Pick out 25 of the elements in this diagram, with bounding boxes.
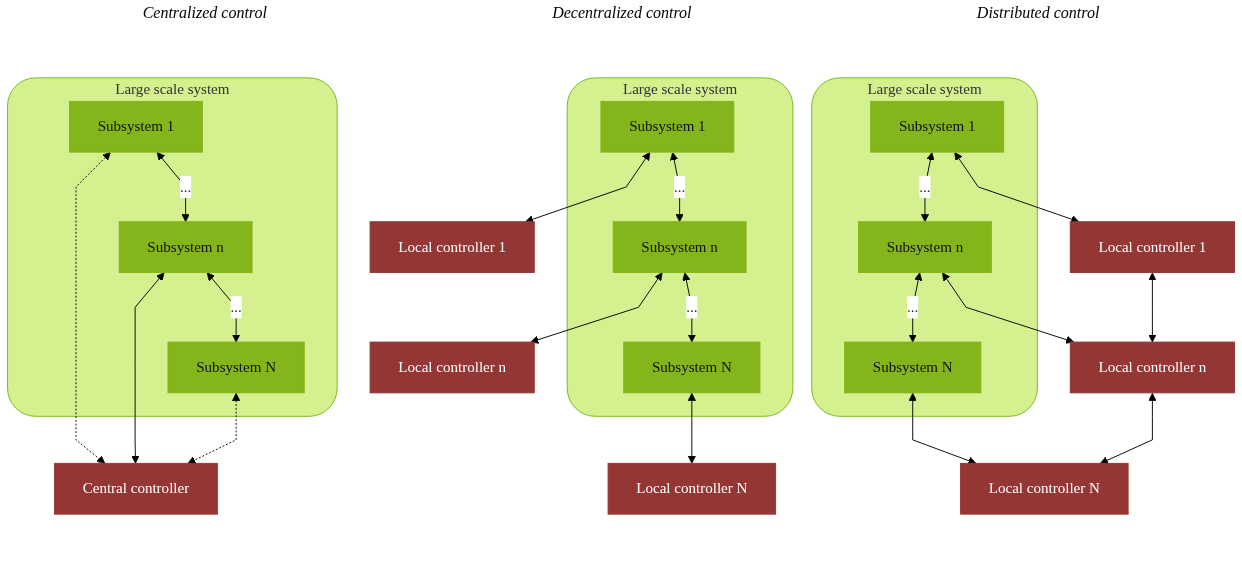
node-box: Local controller n — [369, 341, 535, 394]
node-box: Subsystem 1 — [69, 100, 203, 153]
node-box: Subsystem 1 — [600, 100, 735, 153]
node-box: Subsystem N — [623, 341, 761, 394]
edge-label: ... — [907, 298, 919, 315]
node-box: Local controller n — [1069, 341, 1235, 394]
node-box: Subsystem n — [858, 221, 992, 273]
node-box: Local controller 1 — [369, 221, 535, 273]
panel-title: Decentralized control — [552, 4, 692, 22]
edge-label: ... — [673, 178, 686, 195]
node-box: Subsystem n — [612, 221, 747, 273]
node-box: Subsystem 1 — [870, 100, 1005, 153]
edge-label: ... — [919, 178, 931, 195]
edge-label: ... — [686, 298, 698, 315]
edge-label: ... — [230, 298, 242, 315]
node-box: Local controller N — [960, 462, 1129, 515]
edge-label: ... — [179, 178, 192, 195]
node-box: Local controller N — [607, 462, 777, 515]
node-box: Local controller 1 — [1069, 221, 1235, 273]
panel-title: Centralized control — [142, 4, 267, 22]
panel-title: Distributed control — [976, 4, 1100, 22]
node-box: Subsystem N — [844, 341, 982, 394]
node-box: Subsystem n — [118, 221, 253, 273]
node-box: Central controller — [54, 462, 218, 515]
node-box: Subsystem N — [167, 341, 305, 394]
